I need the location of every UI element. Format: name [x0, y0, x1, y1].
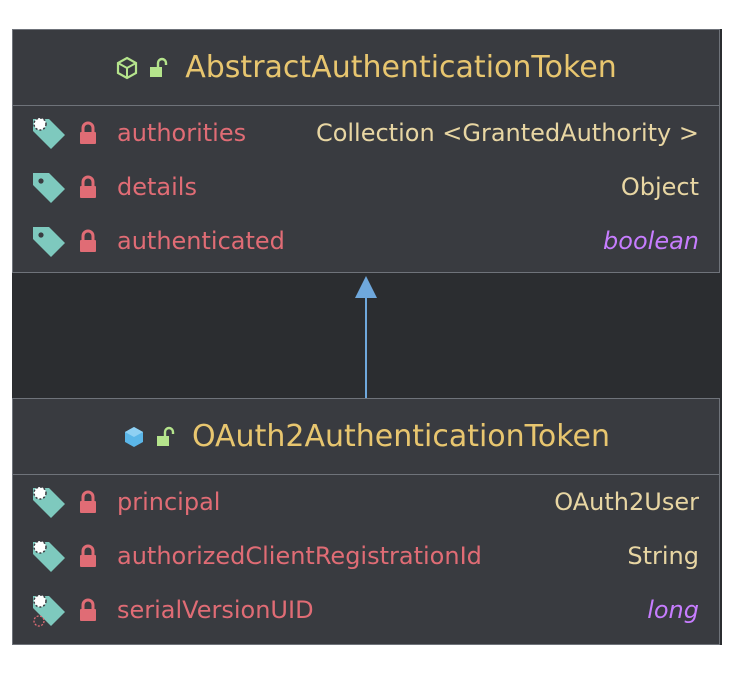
field-row[interactable]: principal OAuth2User — [13, 475, 719, 529]
private-lock-icon — [80, 121, 96, 144]
field-type: Object — [620, 173, 699, 201]
private-lock-icon — [80, 229, 96, 252]
final-field-icon — [33, 117, 65, 149]
class-icons — [115, 56, 169, 80]
field-list: principal OAuth2User authorizedClientRegis… — [13, 475, 719, 637]
class-box-oauth2-authentication-token[interactable]: OAuth2AuthenticationToken principal OAuth… — [12, 398, 720, 645]
field-type: long — [647, 596, 699, 624]
lock-icon-wrap — [78, 544, 98, 568]
field-row[interactable]: details Object — [13, 160, 719, 214]
field-row[interactable]: serialVersionUID long — [13, 583, 719, 637]
final-field-icon — [33, 540, 65, 572]
private-lock-icon — [80, 490, 96, 513]
class-icon — [124, 426, 143, 447]
field-icon-wrap — [29, 169, 69, 205]
public-access-icon — [156, 426, 175, 446]
field-name: details — [117, 173, 197, 201]
class-icons — [122, 425, 176, 449]
field-icon-wrap — [29, 484, 69, 520]
static-final-field-icon — [33, 594, 65, 627]
field-type: String — [627, 542, 699, 570]
field-icon-wrap — [29, 592, 69, 628]
abstract-class-icon — [117, 56, 138, 79]
class-name: AbstractAuthenticationToken — [185, 50, 617, 85]
field-icon-wrap — [29, 538, 69, 574]
field-row[interactable]: authorities Collection <GrantedAuthority … — [13, 106, 719, 160]
field-type: boolean — [603, 227, 699, 255]
private-lock-icon — [80, 598, 96, 621]
field-name: authorizedClientRegistrationId — [117, 542, 482, 570]
field-icon — [33, 173, 65, 203]
lock-icon-wrap — [78, 490, 98, 514]
lock-icon-wrap — [78, 229, 98, 253]
lock-icon-wrap — [78, 598, 98, 622]
class-name: OAuth2AuthenticationToken — [191, 419, 611, 454]
class-header: AbstractAuthenticationToken — [13, 30, 719, 106]
field-name: serialVersionUID — [117, 596, 314, 624]
private-lock-icon — [80, 544, 96, 567]
class-box-abstract-authentication-token[interactable]: AbstractAuthenticationToken authorities C… — [12, 29, 720, 273]
field-name: principal — [117, 488, 221, 516]
field-name: authorities — [117, 119, 247, 147]
field-type: OAuth2User — [554, 488, 699, 516]
field-list: authorities Collection <GrantedAuthority … — [13, 106, 719, 268]
lock-icon-wrap — [78, 121, 98, 145]
final-field-icon — [33, 486, 65, 518]
field-icon-wrap — [29, 115, 69, 151]
private-lock-icon — [80, 175, 96, 198]
lock-icon-wrap — [78, 175, 98, 199]
public-access-icon — [150, 57, 168, 77]
field-type: Collection <GrantedAuthority > — [315, 119, 699, 147]
field-name: authenticated — [117, 227, 285, 255]
field-icon — [33, 227, 65, 257]
field-icon-wrap — [29, 223, 69, 259]
class-header: OAuth2AuthenticationToken — [13, 399, 719, 475]
field-row[interactable]: authorizedClientRegistrationId String — [13, 529, 719, 583]
field-row[interactable]: authenticated boolean — [13, 214, 719, 268]
